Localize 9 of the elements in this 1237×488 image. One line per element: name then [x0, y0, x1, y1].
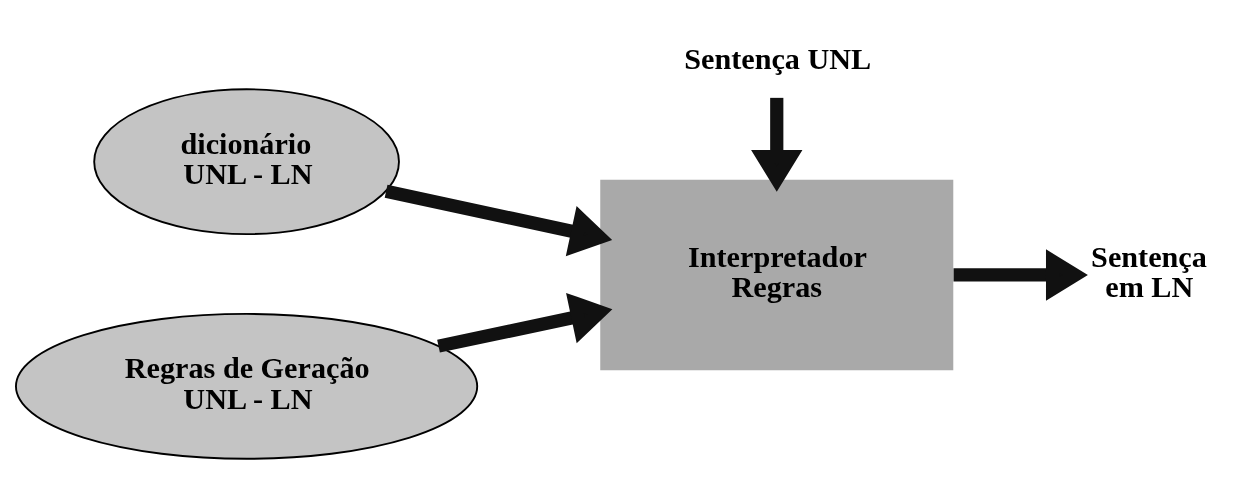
arrow: [751, 97, 803, 192]
arrow: [437, 292, 613, 353]
node-box: Interpretador Regras: [600, 179, 954, 371]
node-ellipse: Regras de Geração UNL - LN: [15, 313, 479, 460]
node-ellipse: dicionário UNL - LN: [93, 88, 400, 236]
arrow: [384, 184, 613, 257]
node-text: Sentença em LN: [1091, 240, 1207, 305]
arrow: [953, 249, 1088, 301]
node-text: Sentença UNL: [684, 41, 872, 76]
